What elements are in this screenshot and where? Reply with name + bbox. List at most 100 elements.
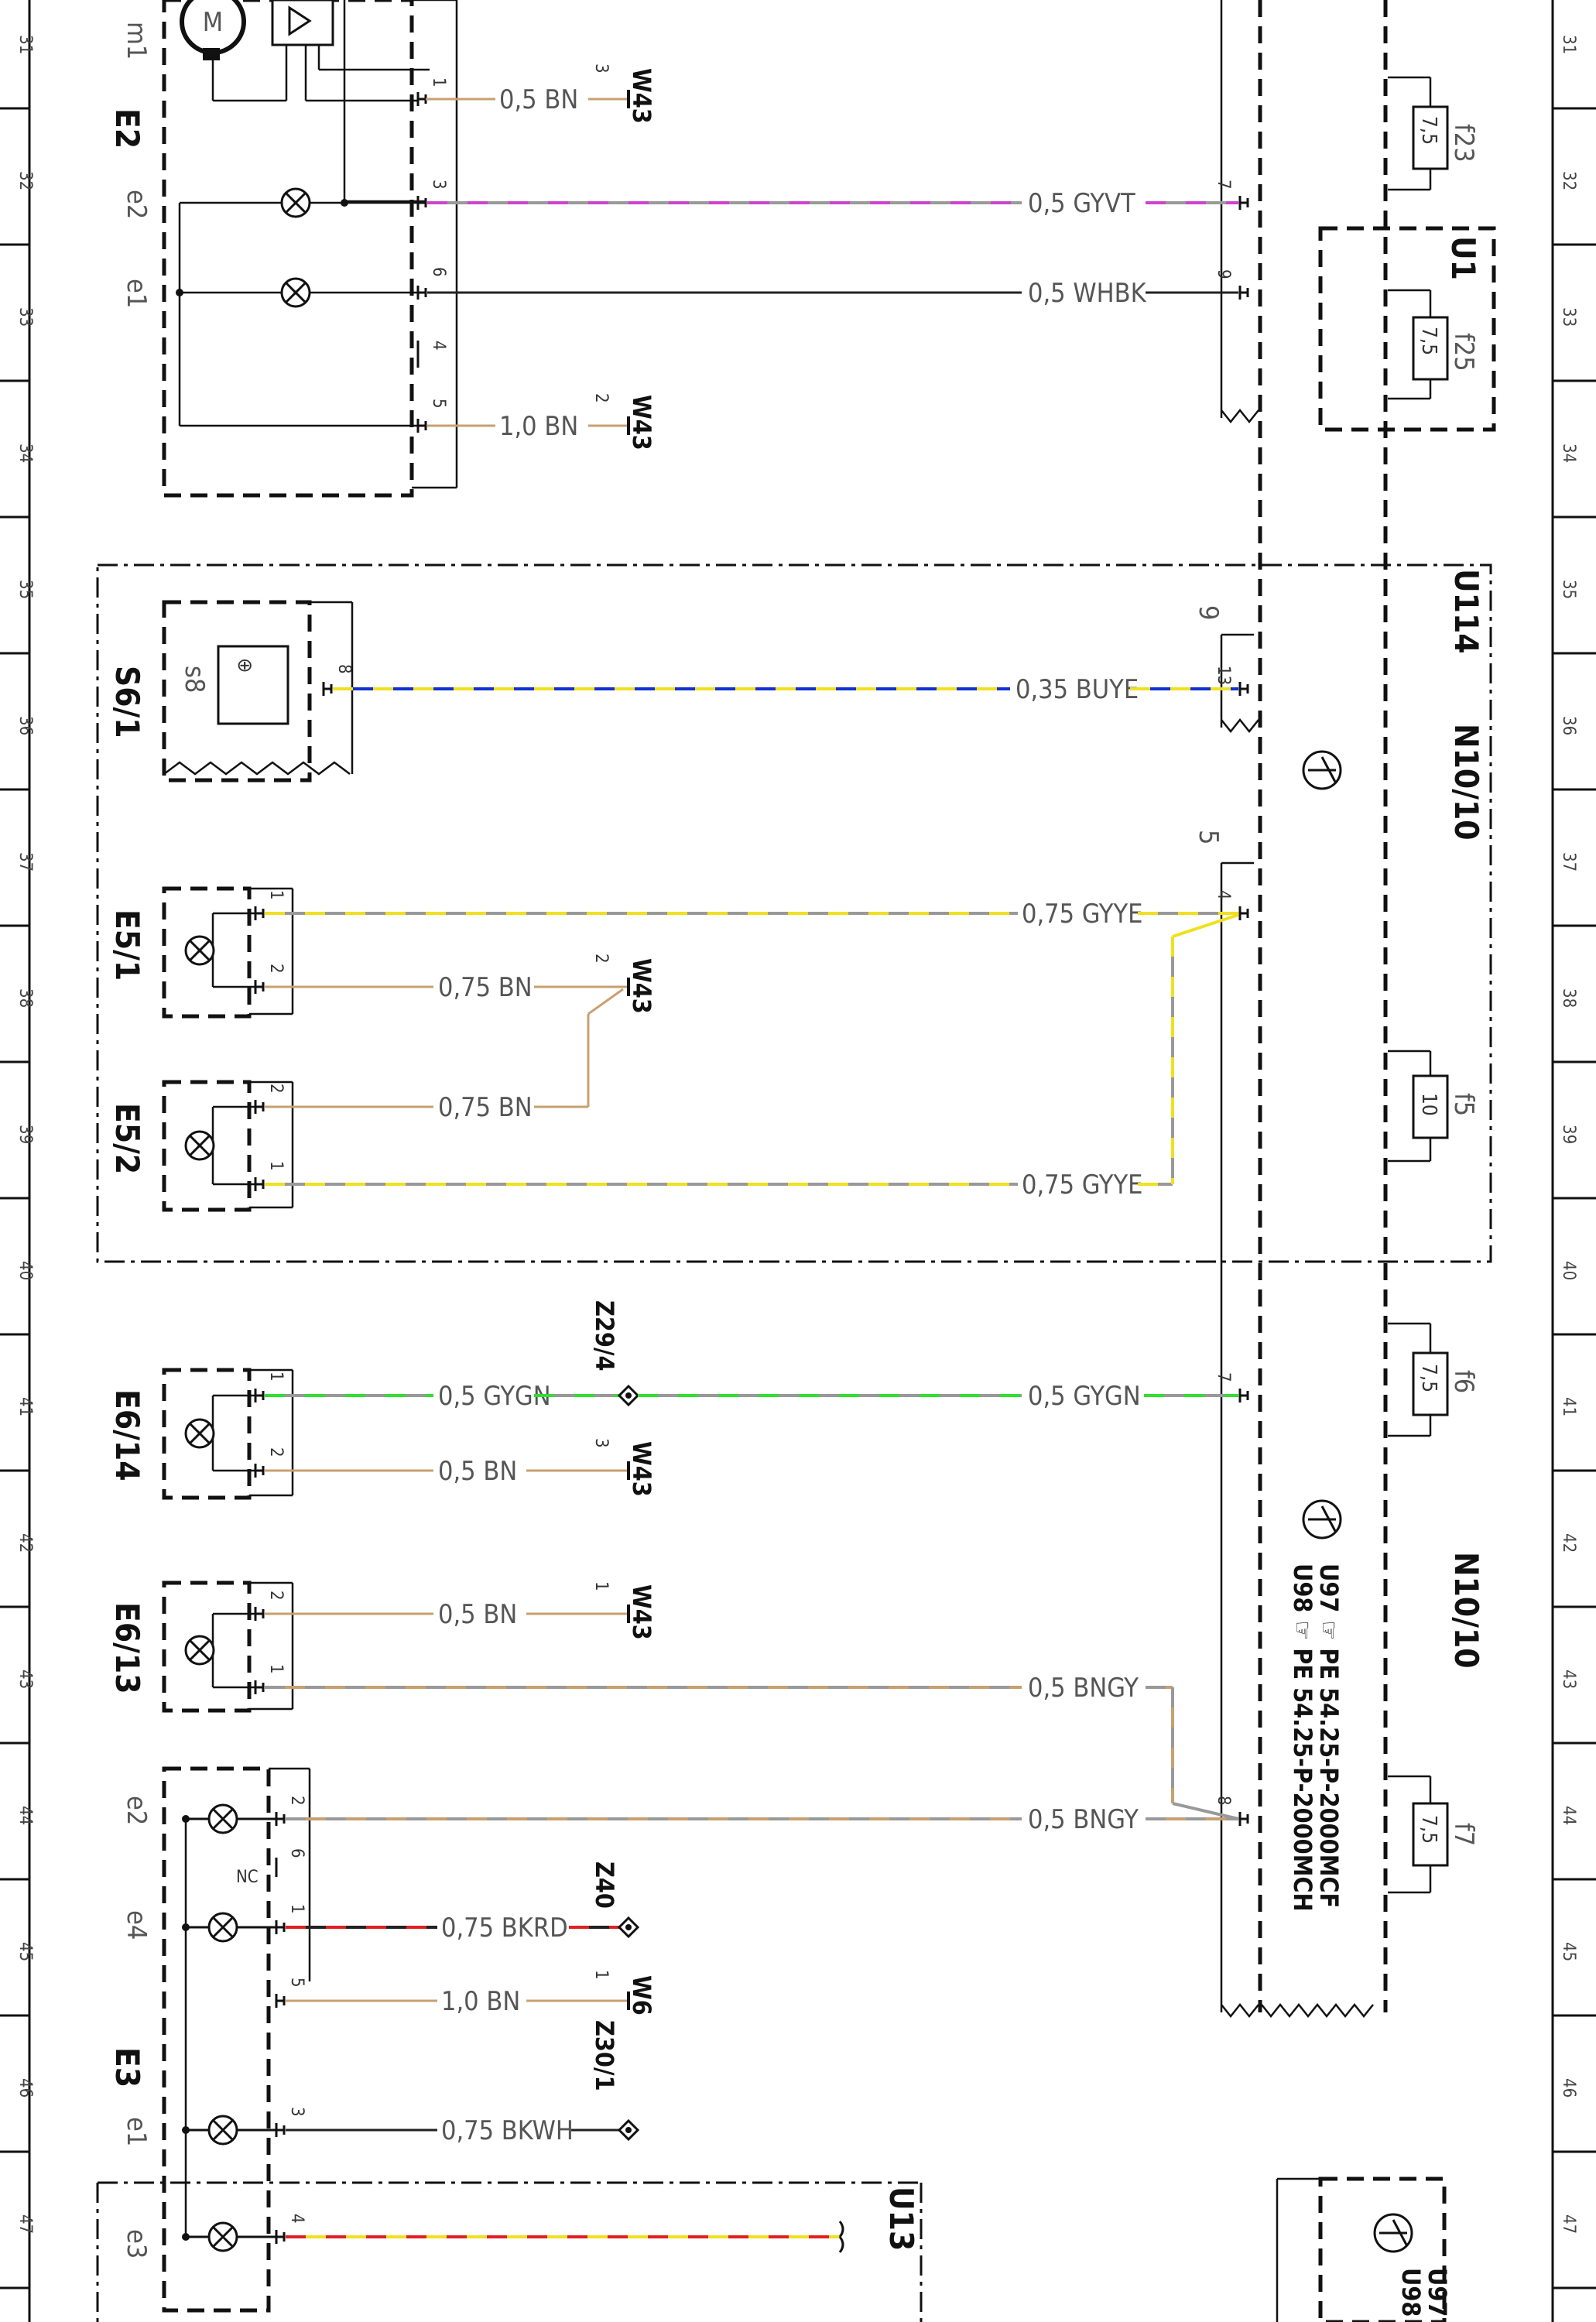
light-switch-icon [217,645,289,725]
lamp-symbol [182,2115,276,2146]
e2-name: E2 [108,108,146,149]
u13-region: U13 U97 U98 [96,2176,1452,2322]
zone-number: 32 [15,171,35,190]
zone-number: 33 [1559,307,1578,327]
pin-number: 3 [591,1438,611,1448]
module-symbol-icon [1373,2213,1413,2253]
e5-2-lamp: E5/2 [108,1080,294,1212]
wire-label: 1,0 BN [499,411,578,442]
ref-z30-1: Z30/1 [590,2020,619,2091]
wire-label: 0,75 GYYE [1022,899,1143,930]
pin-number: 4 [287,2214,307,2224]
zone-number: 44 [15,1806,35,1825]
ref-w6: W6 [627,1975,656,2015]
ref-w43: W43 [627,958,656,1014]
ref-w43: W43 [627,1441,656,1497]
pin-number: 1 [591,1581,611,1591]
e3-block: e2 e4 E3 e1 e3 NC [108,1766,311,2313]
zone-number: 41 [1559,1397,1578,1416]
lamp-symbol [280,187,311,218]
wire-label: 0,5 WHBK [1028,278,1147,309]
wire-label: 0,5 GYVT [1028,188,1135,219]
zone-number: 36 [15,716,35,735]
pin-number: 1 [287,1904,307,1914]
pin-number: 5 [287,1978,307,1988]
ref-z40: Z40 [590,1861,619,1909]
ref-w43: W43 [627,68,656,124]
variant-u97: U97 ☞ PE 54.25-P-2000MCF [1314,1563,1344,1908]
wire-label: 0,5 BN [438,1599,517,1630]
f7-value: 7,5 [1417,1815,1440,1844]
wire-label: 0,5 BN [438,1456,517,1487]
pin-number: 2 [266,1084,286,1094]
pin-number: 4 [1214,890,1233,900]
pin-number: 2 [266,964,286,974]
variant-u98-bottom: U98 [1396,2268,1426,2317]
zone-number: 44 [1559,1806,1578,1825]
zone-number: 43 [15,1670,35,1689]
zone-number: 39 [1559,1125,1578,1144]
pin-number: 4 [429,341,448,351]
e2-block: M m1 E2 e2 e1 [108,0,458,498]
wire-label: 0,75 BN [438,1092,533,1123]
pin-number: 8 [1214,1796,1233,1806]
zone-number: 40 [15,1261,35,1280]
pin-number: 2 [591,393,611,403]
f25-label: f25 [1448,333,1479,372]
u13-name: U13 [882,2187,920,2251]
pin-number: 6 [429,267,448,277]
f6-value: 7,5 [1417,1364,1440,1392]
pin-number: 1 [266,1161,286,1171]
pin-number: 9 [1214,269,1233,279]
f25-value: 7,5 [1417,327,1440,355]
ref-w43: W43 [627,395,656,450]
pin-number: 3 [429,180,448,190]
e2-m1-label: m1 [121,22,152,60]
module-symbol-icon [1302,750,1342,790]
pin-number: 3 [591,63,611,74]
n10-10-label-a: N10/10 [1447,724,1485,841]
n10-10-label-b: N10/10 [1447,1552,1485,1669]
zone-number: 35 [15,580,35,599]
variant-u97-bottom: U97 [1423,2268,1452,2317]
zone-number: 42 [15,1533,35,1553]
wire-label: 0,5 GYGN [438,1381,551,1412]
zone-number: 31 [1559,35,1578,54]
zone-number: 36 [1559,716,1578,735]
f5-value: 10 [1417,1093,1440,1116]
zone-number: 42 [1559,1533,1578,1553]
zone-number: 31 [15,35,35,54]
module-group-label: 9 [1193,605,1224,620]
zone-number: 43 [1559,1670,1578,1689]
f23-value: 7,5 [1417,116,1440,145]
pin-number: 2 [266,1447,286,1457]
f23-label: f23 [1448,124,1479,163]
s6-1-switch: ⊕ S6/1 s8 [108,600,354,783]
u114-region: U114 N10/10 9 5 10 f5 [96,563,1492,2019]
wire-label: 0,5 GYGN [1028,1381,1141,1412]
pin-number: 8 [334,664,354,674]
pin-number: 1 [266,890,286,900]
lamp-symbol [184,1418,215,1449]
pin-number: 1 [429,77,448,87]
e6-14-name: E6/14 [108,1389,146,1481]
e6-14-lamp: E6/14 [108,1368,294,1500]
e5-2-name: E5/2 [108,1103,146,1174]
pin-number: 7 [1214,1372,1233,1382]
svg-text:⊕: ⊕ [233,658,256,673]
lamp-symbol [280,277,311,308]
zone-number: 46 [1559,2078,1578,2098]
zone-number: 40 [1559,1261,1578,1280]
e3-e4-label: e4 [121,1910,152,1940]
zone-number: 37 [1559,852,1578,872]
diode-box [271,0,334,46]
lamp-symbol [182,2221,276,2252]
zone-number: 35 [1559,580,1578,599]
u1-block: U1 7,5 f23 7,5 f25 [1220,0,1496,432]
f7-label: f7 [1448,1823,1479,1846]
wire-label: 0,75 BKWH [441,2115,574,2146]
